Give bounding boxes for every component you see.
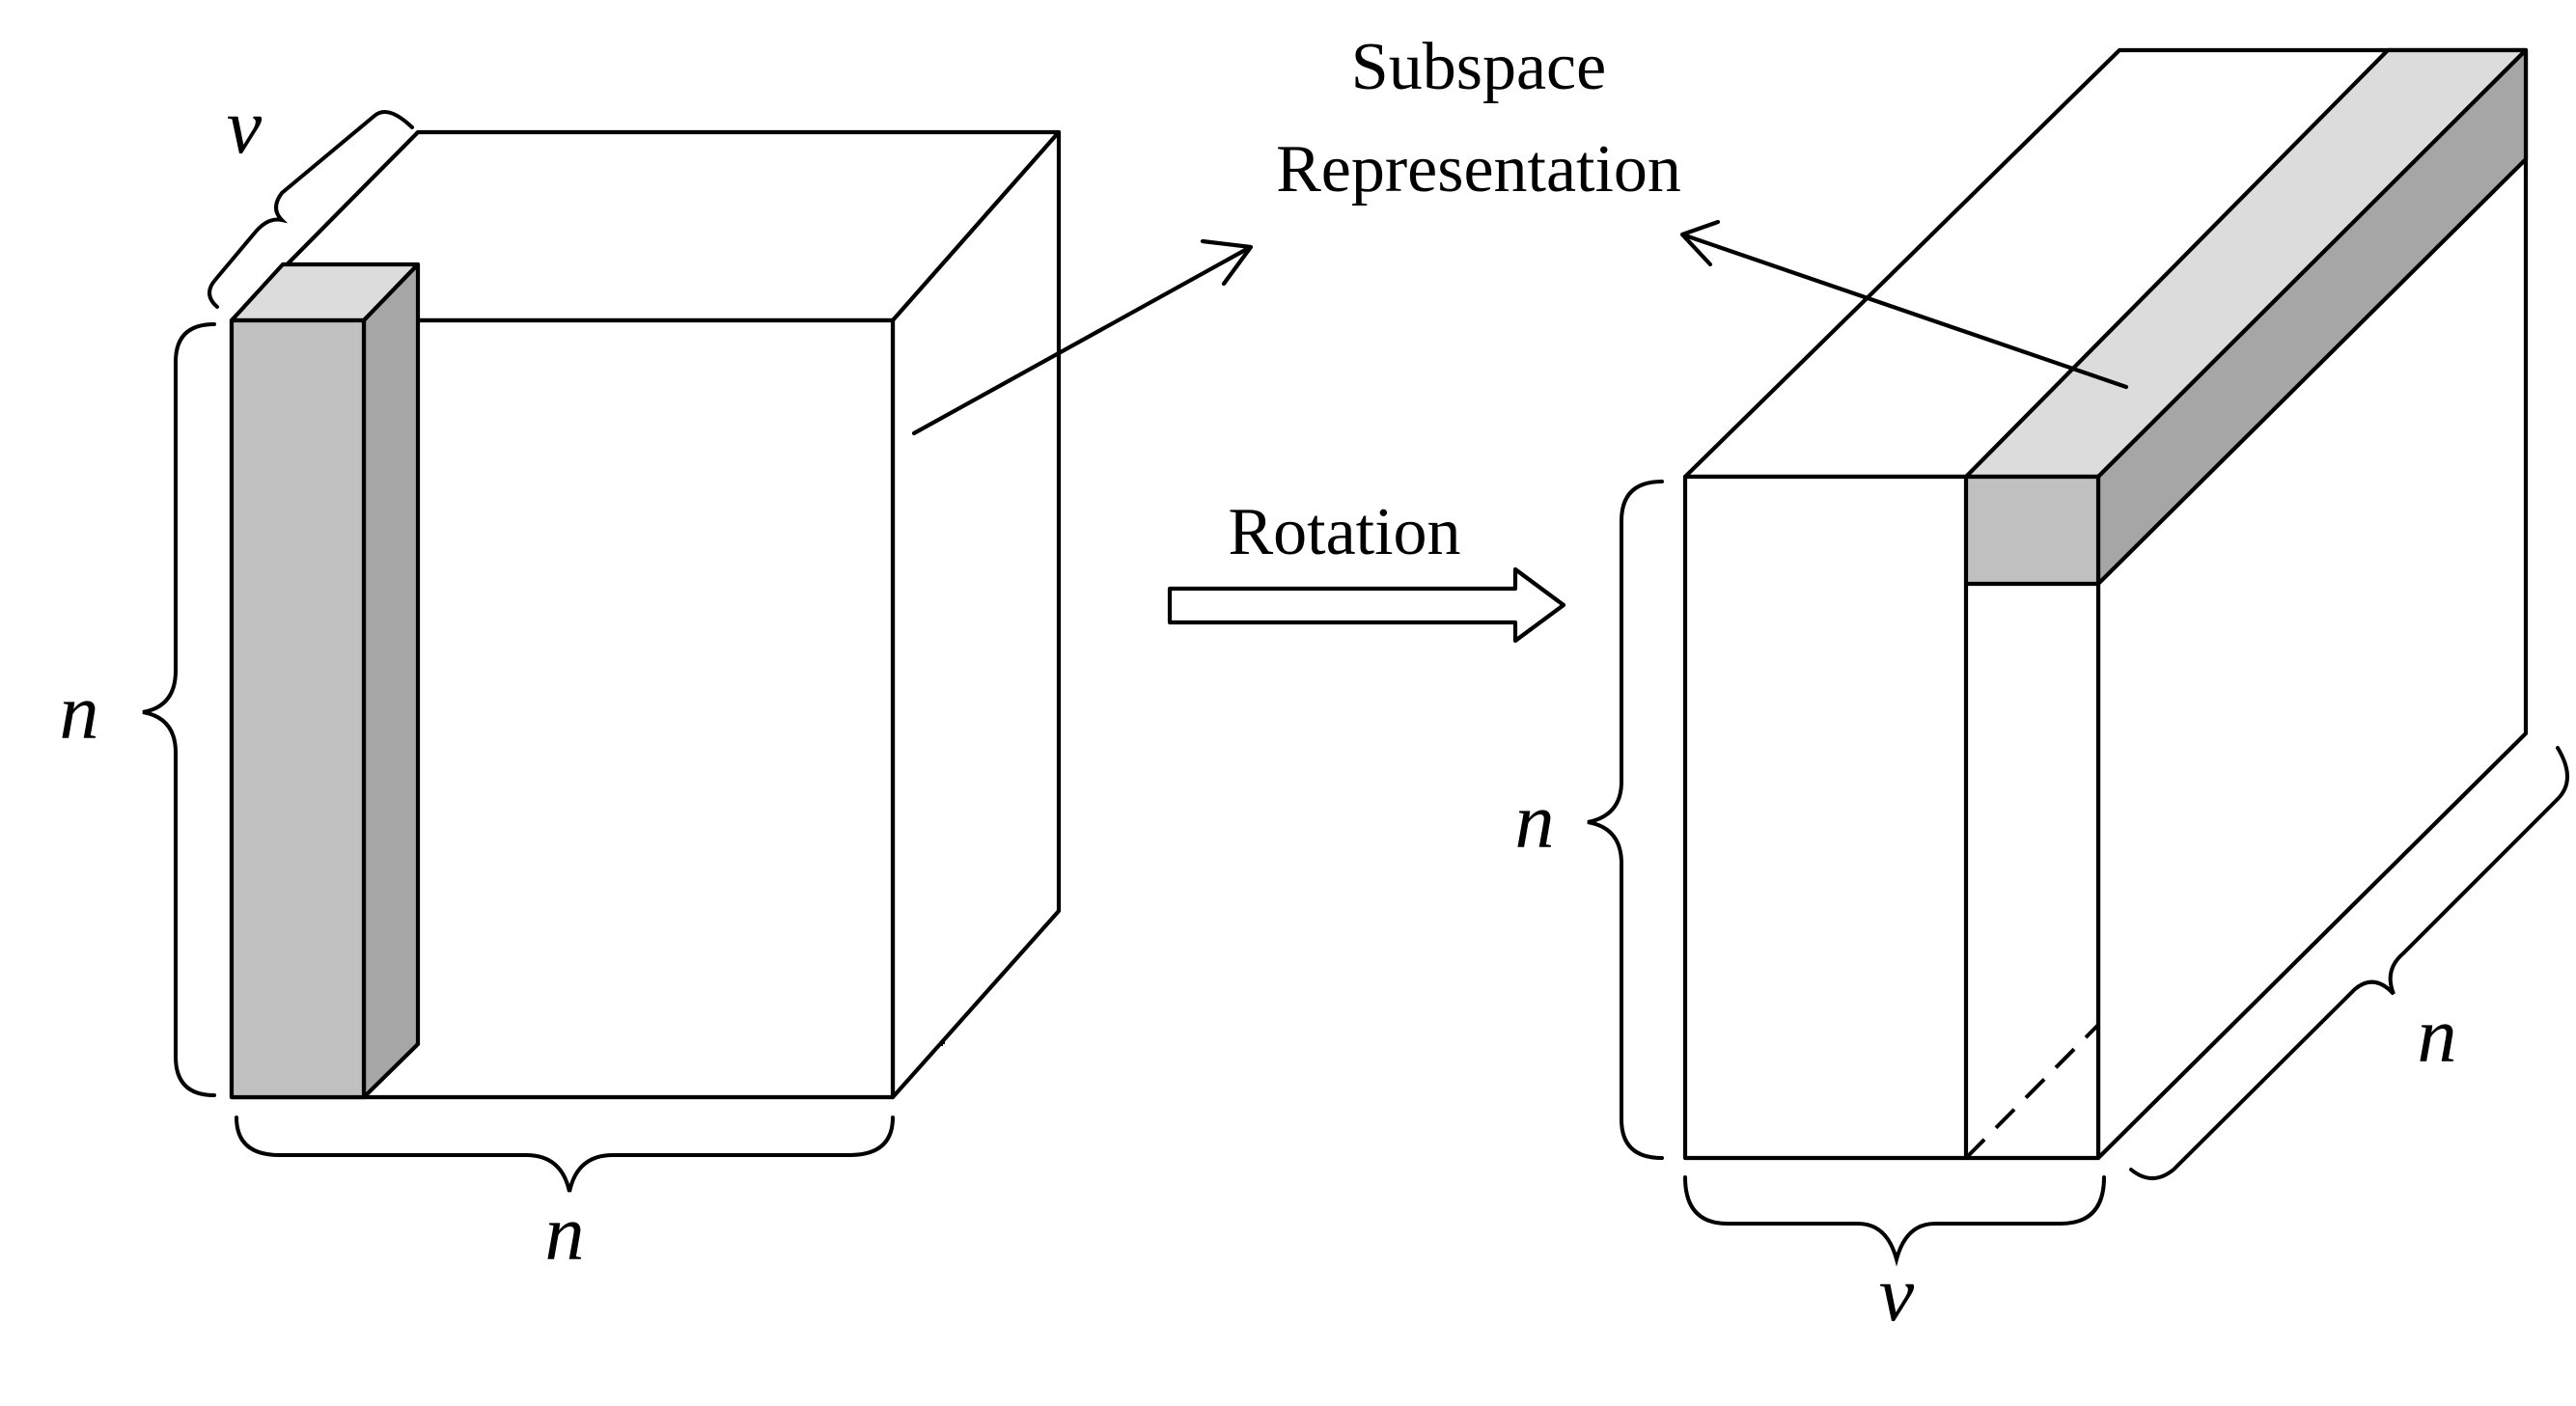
- left-slice-front: [229, 317, 367, 1100]
- right-height-label: n: [1515, 777, 1555, 865]
- left-width-label: n: [545, 1189, 585, 1277]
- labels: Subspace Representation Rotation v n n n…: [60, 30, 2457, 1337]
- left-pointer-line: [911, 246, 1250, 436]
- rotation-label: Rotation: [1228, 495, 1460, 569]
- subspace-label-line1: Subspace: [1351, 30, 1606, 104]
- right-width-label: v: [1879, 1250, 1915, 1337]
- left-width-brace: [235, 1116, 895, 1193]
- right-slice-front: [1963, 474, 2101, 587]
- left-pointer-arrowhead: [1200, 238, 1254, 287]
- right-pointer-arrowhead: [1679, 219, 1721, 267]
- left-depth-label: v: [227, 82, 263, 170]
- left-slice-side: [361, 262, 421, 1100]
- right-prism-braces: [1587, 480, 2569, 1267]
- right-prism-hidden-diagonal: [1964, 1023, 2100, 1160]
- rotation-arrow: [1167, 566, 1566, 644]
- left-depth-brace: [208, 110, 414, 309]
- left-cube-slice: [229, 262, 421, 1100]
- right-depth-brace: [2129, 746, 2569, 1180]
- right-width-brace: [1683, 1175, 2106, 1267]
- left-height-brace: [142, 322, 216, 1097]
- left-height-label: n: [60, 668, 99, 756]
- right-pointer-line: [1682, 233, 2129, 390]
- right-prism-slice: [1963, 47, 2529, 587]
- left-cube: [229, 129, 1254, 1100]
- right-prism: [1679, 47, 2529, 1161]
- right-height-brace: [1587, 480, 1664, 1160]
- subspace-label-line2: Representation: [1276, 132, 1681, 207]
- right-prism-front-face: [1682, 474, 2101, 1161]
- left-cube-braces: [142, 110, 895, 1193]
- right-depth-label: n: [2418, 991, 2457, 1079]
